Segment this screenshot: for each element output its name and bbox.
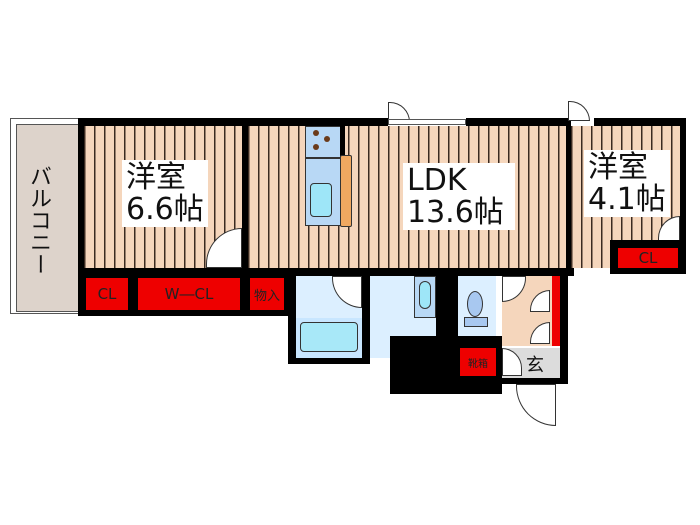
kitchen-stove [305, 126, 341, 158]
closet-2: CL [616, 246, 680, 270]
wall-entrance-bottom [498, 378, 568, 384]
wall-right [680, 118, 686, 274]
entrance-label: 玄 [526, 355, 544, 376]
wall-top-right [594, 118, 686, 126]
door-room2-top[interactable] [568, 101, 590, 121]
western-room-1-label: 洋室 6.6帖 [122, 160, 208, 227]
room-size: 6.6帖 [126, 191, 204, 227]
balcony-label: バルコニー [26, 165, 51, 275]
hall-storage [552, 276, 560, 346]
closet-2-label: CL [638, 249, 658, 267]
burner-icon [324, 136, 330, 142]
kitchen-side-counter [340, 155, 352, 227]
room-name: LDK [407, 163, 467, 198]
storage-room-label: 物入 [253, 288, 280, 304]
burner-icon [313, 144, 319, 150]
storage-room: 物入 [248, 276, 286, 312]
room-name: 洋室 [126, 160, 186, 195]
wash-basin-bowl [419, 281, 431, 309]
room-name: 洋室 [588, 150, 648, 185]
wall-ldk-room2 [566, 118, 571, 268]
ldk-label: LDK 13.6帖 [403, 163, 515, 230]
wall-room1-ldk [242, 118, 248, 268]
balcony [16, 124, 80, 312]
western-room-2-label: 洋室 4.1帖 [584, 150, 670, 217]
room-size: 4.1帖 [588, 181, 666, 217]
walk-in-closet: W―CL [136, 276, 242, 312]
shoe-box-label: 靴箱 [468, 358, 488, 370]
wall-top-mid [466, 118, 570, 126]
kitchen-sink [310, 183, 332, 217]
wall-top-left [78, 118, 388, 126]
closet-1: CL [84, 276, 130, 312]
toilet-bowl-icon [467, 291, 483, 317]
wall-hall-right [560, 268, 568, 382]
toilet-tank-icon [464, 317, 488, 327]
wall-left [78, 118, 84, 316]
entrance-door[interactable] [516, 384, 556, 426]
shoe-box: 靴箱 [458, 346, 498, 378]
bathtub-icon [300, 322, 358, 352]
burner-icon [313, 130, 319, 136]
walk-in-closet-label: W―CL [164, 285, 214, 303]
wall-wet-top [288, 268, 574, 276]
wall-toilet-left [436, 276, 458, 336]
room-size: 13.6帖 [407, 194, 504, 230]
kitchen-wall [340, 126, 345, 156]
closet-1-label: CL [97, 285, 117, 303]
window-ldk-top [388, 119, 466, 125]
